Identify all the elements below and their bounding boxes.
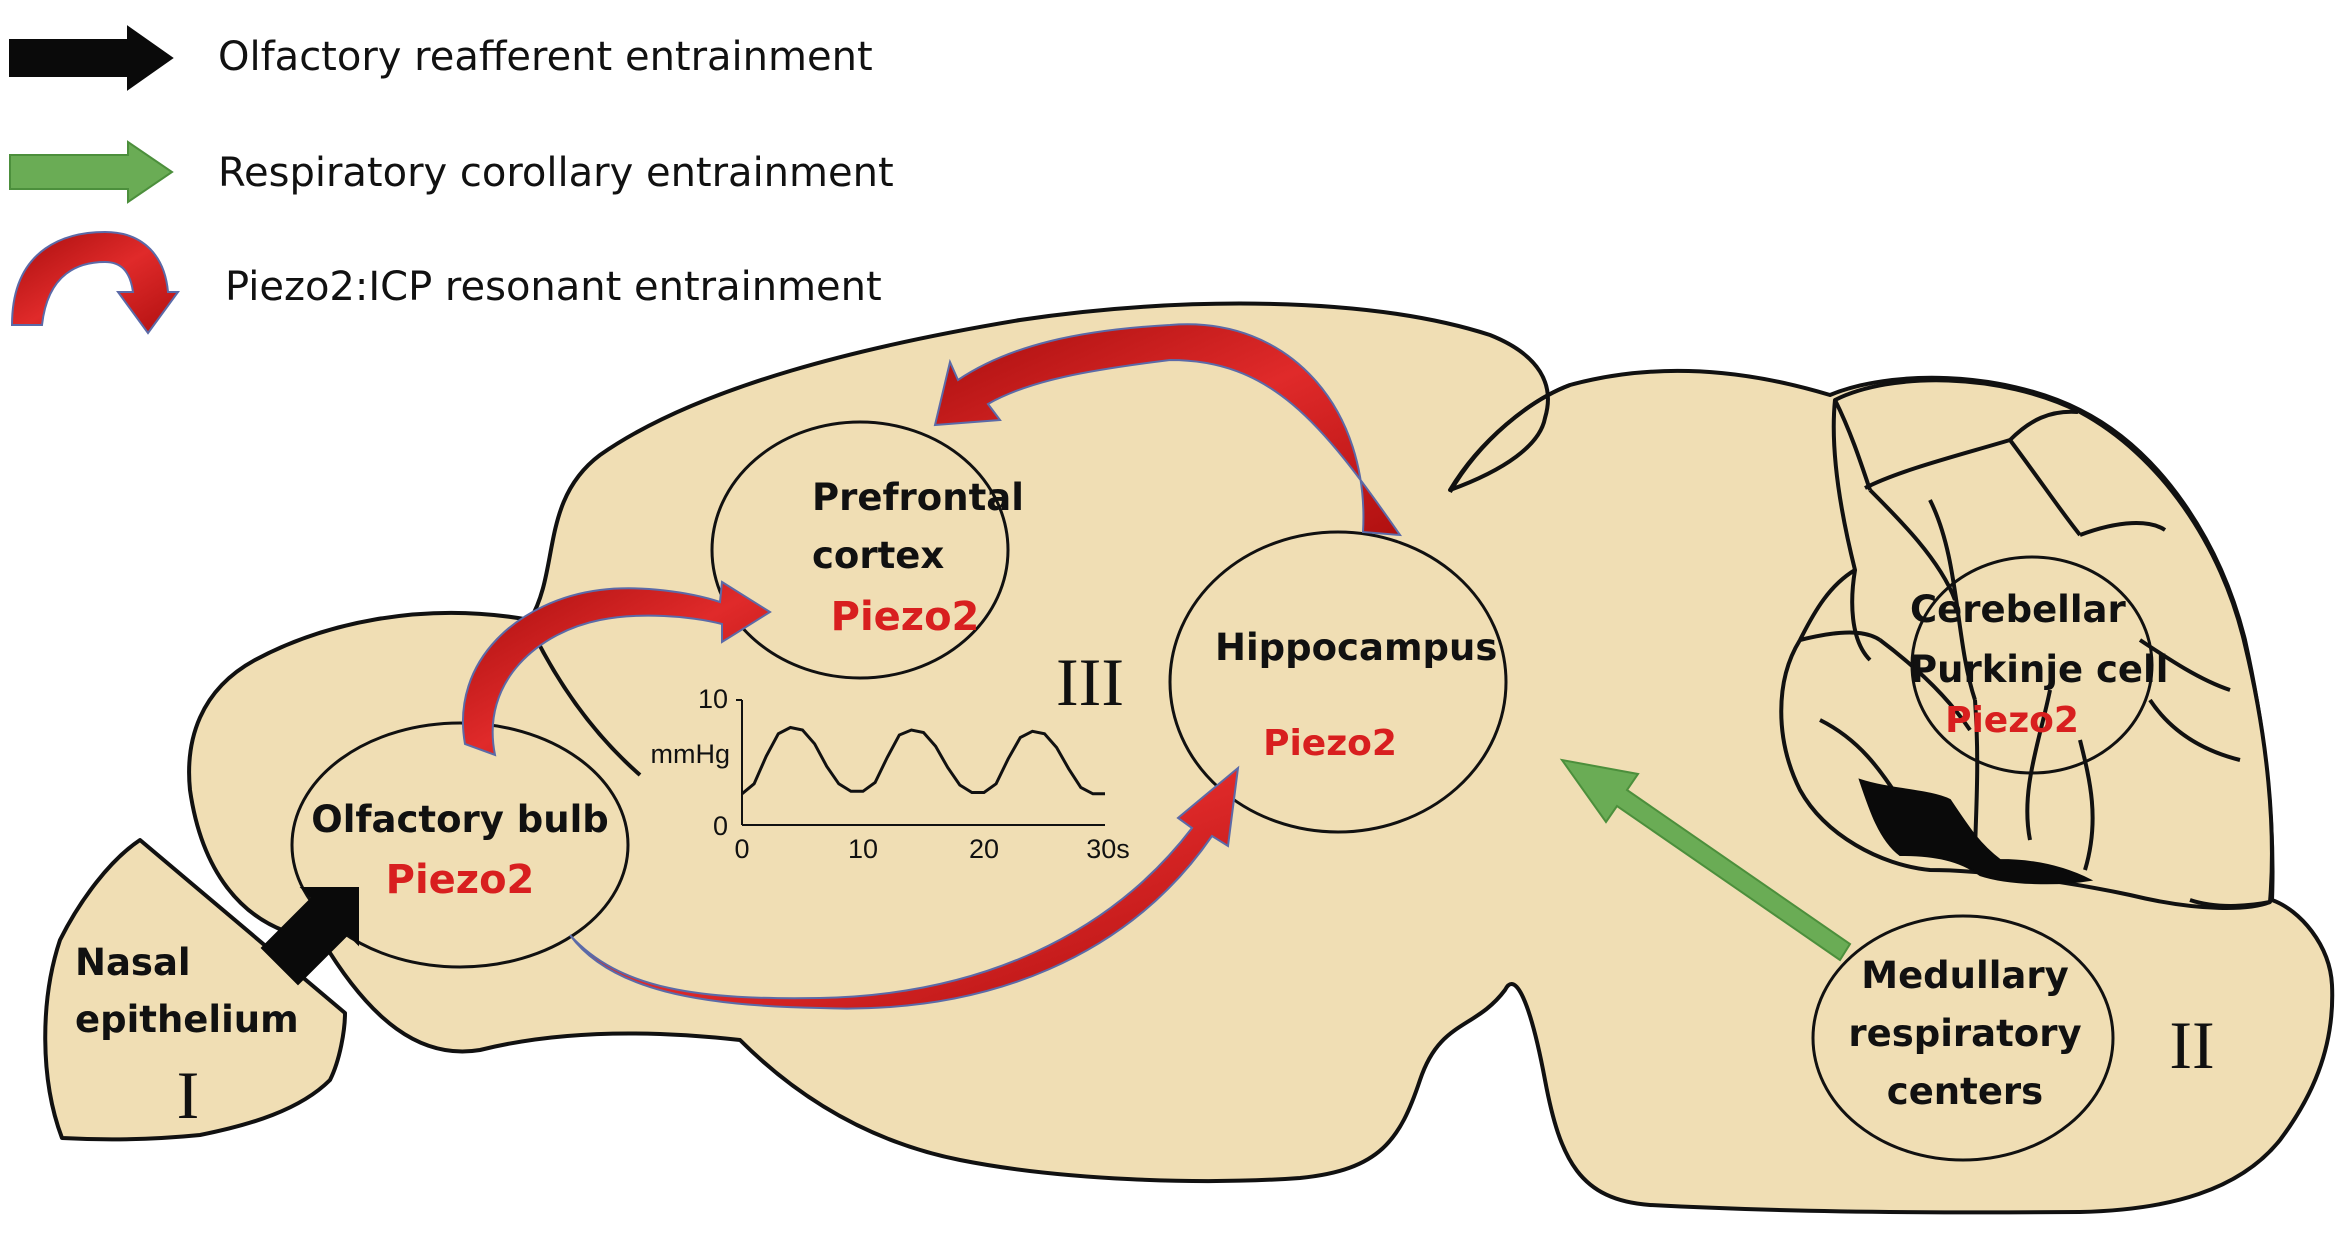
icp-y-tick-0: 0	[713, 811, 728, 841]
icp-chart: 10 0 mmHg 0 10 20 30s	[651, 684, 1130, 864]
olfactory-reafferent-arrow	[260, 887, 359, 986]
cerebellum-outline	[1779, 378, 2274, 910]
icp-x-tick-30: 30s	[1086, 834, 1130, 864]
nasal-label-line2: epithelium	[75, 998, 299, 1041]
medullary-label-line2: respiratory	[1848, 1012, 2081, 1055]
fourth-ventricle-shape	[1858, 778, 2094, 885]
cerebellar-label-line1: Cerebellar	[1910, 588, 2127, 631]
prefrontal-label-line1: Prefrontal	[812, 476, 1024, 519]
legend-black-arrow-icon	[9, 25, 174, 91]
roman-numeral-ii: II	[2169, 1007, 2214, 1083]
legend-respiratory-label: Respiratory corollary entrainment	[218, 150, 894, 196]
legend-olfactory-label: Olfactory reafferent entrainment	[218, 34, 873, 80]
icp-x-tick-20: 20	[969, 834, 999, 864]
nasal-label-line1: Nasal	[75, 941, 191, 984]
legend-piezo-label: Piezo2:ICP resonant entrainment	[225, 264, 882, 310]
cerebellar-purkinje-circle	[1910, 555, 2154, 775]
legend: Olfactory reafferent entrainment Respira…	[9, 25, 894, 335]
cortex-fissure-line	[1448, 383, 1571, 494]
olfactory-bulb-piezo2: Piezo2	[386, 857, 535, 903]
legend-green-arrow-icon	[9, 140, 174, 204]
roman-numeral-iii: III	[1056, 644, 1124, 720]
medullary-centers-circle	[1811, 914, 2115, 1162]
medullary-label-line1: Medullary	[1861, 954, 2068, 997]
olfactory-bulb-label: Olfactory bulb	[311, 798, 608, 841]
cerebellar-folia	[1799, 399, 2241, 871]
icp-x-tick-0: 0	[734, 834, 749, 864]
respiratory-corollary-arrow	[1559, 758, 1852, 962]
olfactory-bulb-circle	[290, 721, 630, 969]
prefrontal-cortex-circle	[710, 420, 1010, 680]
cerebellar-piezo2: Piezo2	[1945, 700, 2079, 741]
piezo-arrow-hippocampus-to-prefrontal	[933, 323, 1403, 537]
brainstem-curve	[2189, 898, 2271, 908]
hippocampus-label: Hippocampus	[1215, 626, 1497, 669]
icp-y-label: mmHg	[651, 739, 731, 769]
prefrontal-label-line2: cortex	[812, 534, 944, 577]
icp-y-tick-10: 10	[698, 684, 728, 714]
icp-series-line	[741, 725, 1105, 796]
nasal-epithelium-shape	[43, 838, 347, 1142]
roman-numeral-i: I	[177, 1057, 200, 1133]
legend-curved-red-arrow-icon	[10, 230, 180, 335]
cerebellar-label-line2: Purkinje cell	[1910, 648, 2168, 691]
piezo-arrow-bulb-to-prefrontal	[462, 580, 772, 757]
piezo-arrow-bulb-to-hippocampus	[569, 765, 1240, 1010]
medullary-label-line3: centers	[1887, 1070, 2043, 1113]
icp-x-tick-10: 10	[848, 834, 878, 864]
hippocampus-circle	[1168, 530, 1508, 834]
hippocampus-piezo2: Piezo2	[1263, 723, 1397, 764]
prefrontal-piezo2: Piezo2	[831, 594, 980, 640]
